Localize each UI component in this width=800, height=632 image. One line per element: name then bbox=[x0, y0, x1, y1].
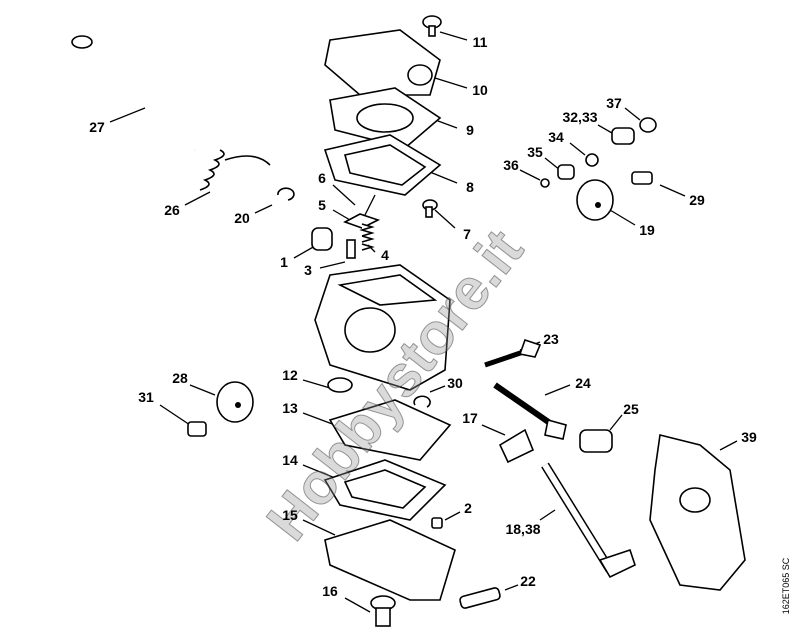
part-label: 26 bbox=[164, 202, 180, 218]
part-label: 37 bbox=[606, 95, 622, 111]
spring-35 bbox=[557, 164, 575, 180]
screw-11 bbox=[422, 15, 442, 37]
screw-24 bbox=[493, 382, 567, 440]
part-label: 22 bbox=[520, 573, 536, 589]
plug-2 bbox=[431, 517, 443, 529]
part-label: 4 bbox=[381, 247, 389, 263]
clip-20 bbox=[277, 187, 295, 201]
part-label: 32,33 bbox=[562, 109, 598, 125]
part-label: 15 bbox=[282, 507, 298, 523]
part-label: 17 bbox=[462, 410, 478, 426]
part-label: 8 bbox=[466, 179, 474, 195]
shaft-27 bbox=[71, 35, 198, 153]
diaphragm-9 bbox=[329, 87, 442, 149]
part-label: 20 bbox=[234, 210, 250, 226]
part-label: 36 bbox=[503, 157, 519, 173]
part-label: 25 bbox=[623, 401, 639, 417]
part-label: 30 bbox=[447, 375, 463, 391]
cover-10 bbox=[324, 29, 441, 96]
shaft-18-38 bbox=[541, 462, 636, 579]
disc-19 bbox=[576, 179, 614, 221]
screw-16 bbox=[370, 595, 396, 627]
part-label: 16 bbox=[322, 583, 338, 599]
screw-29 bbox=[631, 171, 653, 185]
part-label: 28 bbox=[172, 370, 188, 386]
screw-23 bbox=[484, 338, 542, 368]
part-label: 3 bbox=[304, 262, 312, 278]
part-label: 34 bbox=[548, 129, 564, 145]
gasket-14 bbox=[323, 459, 447, 521]
housing-39 bbox=[649, 434, 746, 591]
part-label: 12 bbox=[282, 367, 298, 383]
part-label: 14 bbox=[282, 452, 298, 468]
part-label: 39 bbox=[741, 429, 757, 445]
screw-7 bbox=[422, 199, 438, 218]
part-label: 23 bbox=[543, 331, 559, 347]
gasket-8 bbox=[323, 134, 442, 196]
part-label: 18,38 bbox=[505, 521, 541, 537]
screen-12 bbox=[327, 377, 353, 393]
part-label: 10 bbox=[472, 82, 488, 98]
part-label: 31 bbox=[138, 389, 154, 405]
part-label: 11 bbox=[472, 34, 488, 50]
spring-17 bbox=[498, 428, 535, 464]
screw-22 bbox=[459, 587, 501, 609]
diaphragm-13 bbox=[328, 399, 452, 461]
part-label: 29 bbox=[689, 192, 705, 208]
part-label: 6 bbox=[318, 170, 326, 186]
lever-5 bbox=[343, 213, 381, 229]
clip-30 bbox=[413, 395, 431, 408]
part-label: 19 bbox=[639, 222, 655, 238]
spring-4 bbox=[359, 223, 375, 251]
part-label: 13 bbox=[282, 400, 298, 416]
plate-28 bbox=[216, 381, 254, 423]
carburetor-body bbox=[314, 264, 451, 391]
cap-37 bbox=[639, 117, 657, 133]
part-label: 5 bbox=[318, 197, 326, 213]
leader-lines bbox=[109, 31, 738, 613]
drawing-code: 162ET065 SC bbox=[781, 557, 791, 615]
plug-1 bbox=[311, 227, 333, 251]
plug-32-33 bbox=[611, 127, 635, 145]
cover-15 bbox=[324, 519, 456, 601]
spring-26 bbox=[199, 149, 271, 191]
knob-25 bbox=[579, 429, 613, 453]
ball-36 bbox=[540, 178, 550, 188]
part-label: 1 bbox=[280, 254, 288, 270]
screw-31 bbox=[187, 421, 207, 437]
part-label: 27 bbox=[89, 119, 105, 135]
part-label: 9 bbox=[466, 122, 474, 138]
part-label: 35 bbox=[527, 144, 543, 160]
needle-3 bbox=[346, 239, 356, 259]
part-label: 24 bbox=[575, 375, 591, 391]
oring-34 bbox=[585, 153, 599, 167]
part-label: 7 bbox=[463, 226, 471, 242]
part-label: 2 bbox=[464, 500, 472, 516]
